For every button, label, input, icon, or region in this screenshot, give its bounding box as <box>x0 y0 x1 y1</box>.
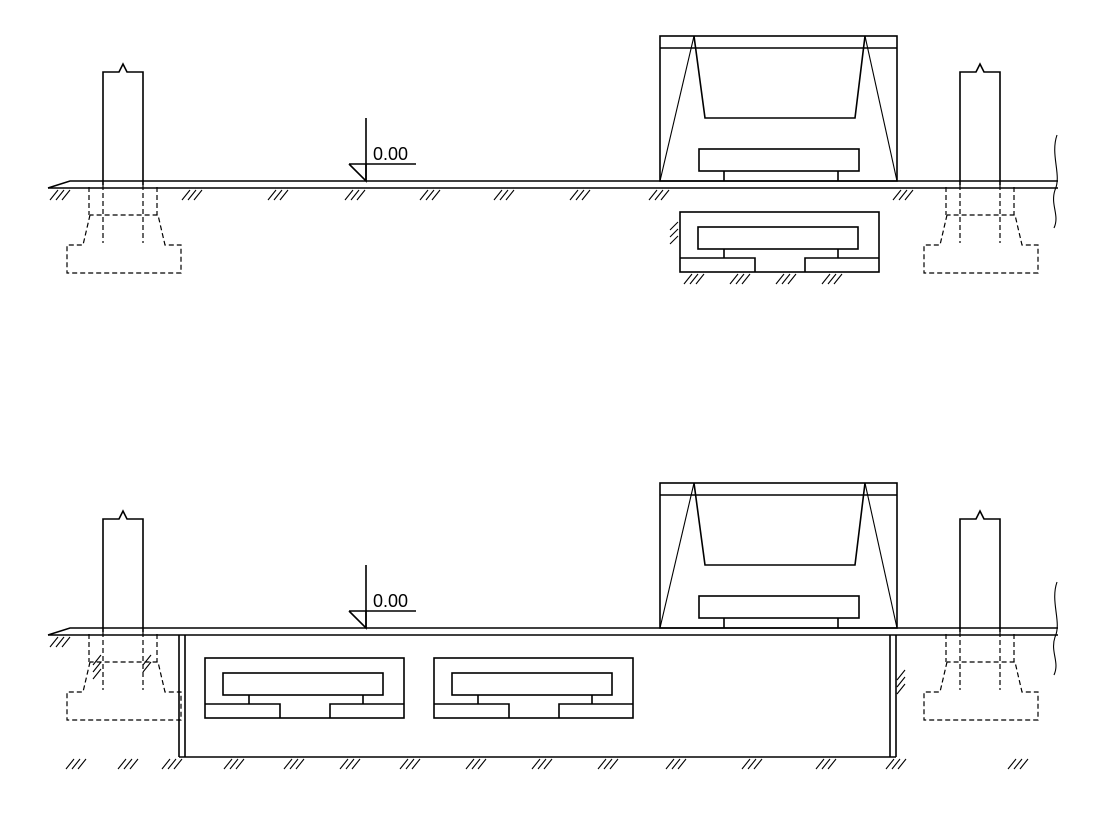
pit-unit-2 <box>433 657 634 719</box>
footing-left <box>66 184 182 274</box>
footing-right <box>923 631 1039 721</box>
pit-unit-1 <box>204 657 405 719</box>
elevation-label: 0.00 <box>373 591 408 611</box>
column-hatching <box>92 654 906 695</box>
small-pit <box>669 211 880 285</box>
elevation-marker: 0.00 <box>348 117 417 182</box>
elevation-marker: 0.00 <box>348 564 417 629</box>
basement-pit <box>178 635 897 758</box>
ground-line <box>47 581 1058 676</box>
base-hatching <box>65 758 1029 770</box>
column-right <box>959 63 1001 186</box>
machine <box>659 35 898 182</box>
footing-right <box>923 184 1039 274</box>
machine <box>659 482 898 629</box>
ground-line <box>47 134 1058 229</box>
elevation-label: 0.00 <box>373 144 408 164</box>
ground-hatching <box>49 189 914 201</box>
column-right <box>959 510 1001 633</box>
footing-left <box>66 631 182 721</box>
upper-section: 0.00 <box>47 35 1058 285</box>
column-left <box>102 510 144 633</box>
lower-section: 0.00 <box>47 482 1058 770</box>
column-left <box>102 63 144 186</box>
